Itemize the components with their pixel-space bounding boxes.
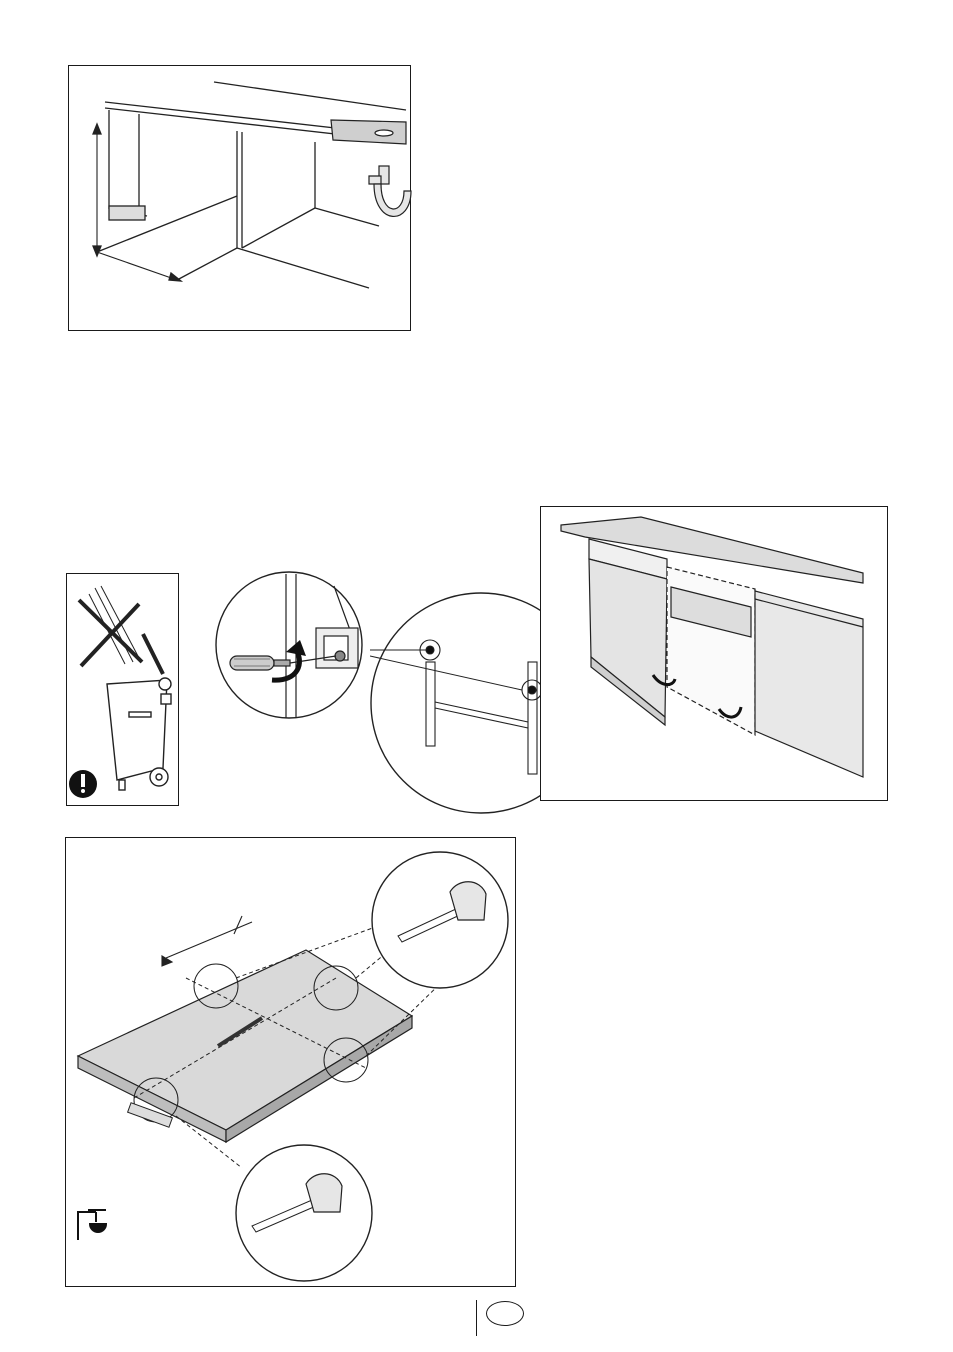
waste-bin-icon [107, 678, 171, 790]
screwdriver-detail-figure [214, 570, 364, 720]
disposal-warning-figure [66, 573, 179, 806]
tape-measure-icon [236, 1145, 372, 1281]
screwdriver-drawing [214, 570, 364, 720]
drain-pipe-icon [369, 166, 411, 216]
panel-icon [78, 950, 412, 1142]
sink-icon [331, 120, 406, 144]
crossed-packaging-icon [79, 586, 163, 674]
scale-icon [78, 1210, 106, 1240]
panel-measure-drawing [66, 838, 517, 1288]
language-badge [486, 1301, 524, 1326]
footer-divider [476, 1300, 477, 1336]
kitchen-installation-figure [540, 506, 888, 801]
tape-measure-icon [372, 852, 508, 988]
under-counter-cavity-figure [68, 65, 411, 331]
kitchen-drawing [541, 507, 889, 802]
door-panel-measure-figure [65, 837, 516, 1287]
exclamation-icon [69, 770, 97, 798]
cabinet-icon [589, 539, 667, 725]
disposal-drawing [67, 574, 180, 807]
cavity-drawing [69, 66, 412, 332]
